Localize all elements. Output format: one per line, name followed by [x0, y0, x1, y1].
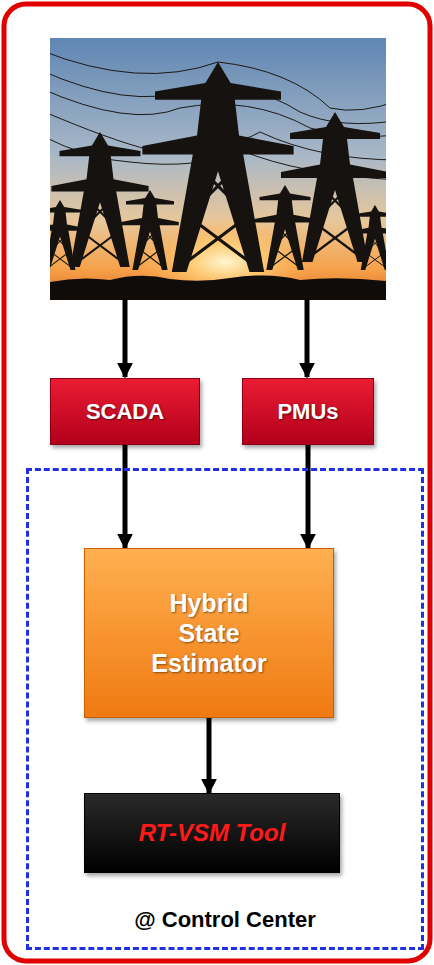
tool-box: RT-VSM Tool — [84, 793, 340, 873]
node-label: @ Control Center — [29, 907, 421, 933]
region-box: @ Control Center Hybrid State EstimatorRT… — [26, 468, 424, 950]
node-label: RT-VSM Tool — [139, 819, 286, 847]
flow-arrow — [306, 445, 311, 548]
flow-arrow — [207, 718, 212, 793]
node-label: SCADA — [86, 399, 164, 425]
outer-frame — [4, 4, 430, 961]
node-label: PMUs — [277, 399, 338, 425]
source-box: PMUs — [242, 378, 374, 445]
power-lines-photo — [50, 38, 386, 300]
process-box: Hybrid State Estimator — [84, 548, 334, 718]
flow-arrow — [305, 300, 310, 377]
source-box: SCADA — [50, 378, 200, 445]
flow-arrow — [123, 300, 128, 377]
flow-arrow — [123, 445, 128, 548]
node-label: Hybrid State Estimator — [144, 588, 274, 678]
